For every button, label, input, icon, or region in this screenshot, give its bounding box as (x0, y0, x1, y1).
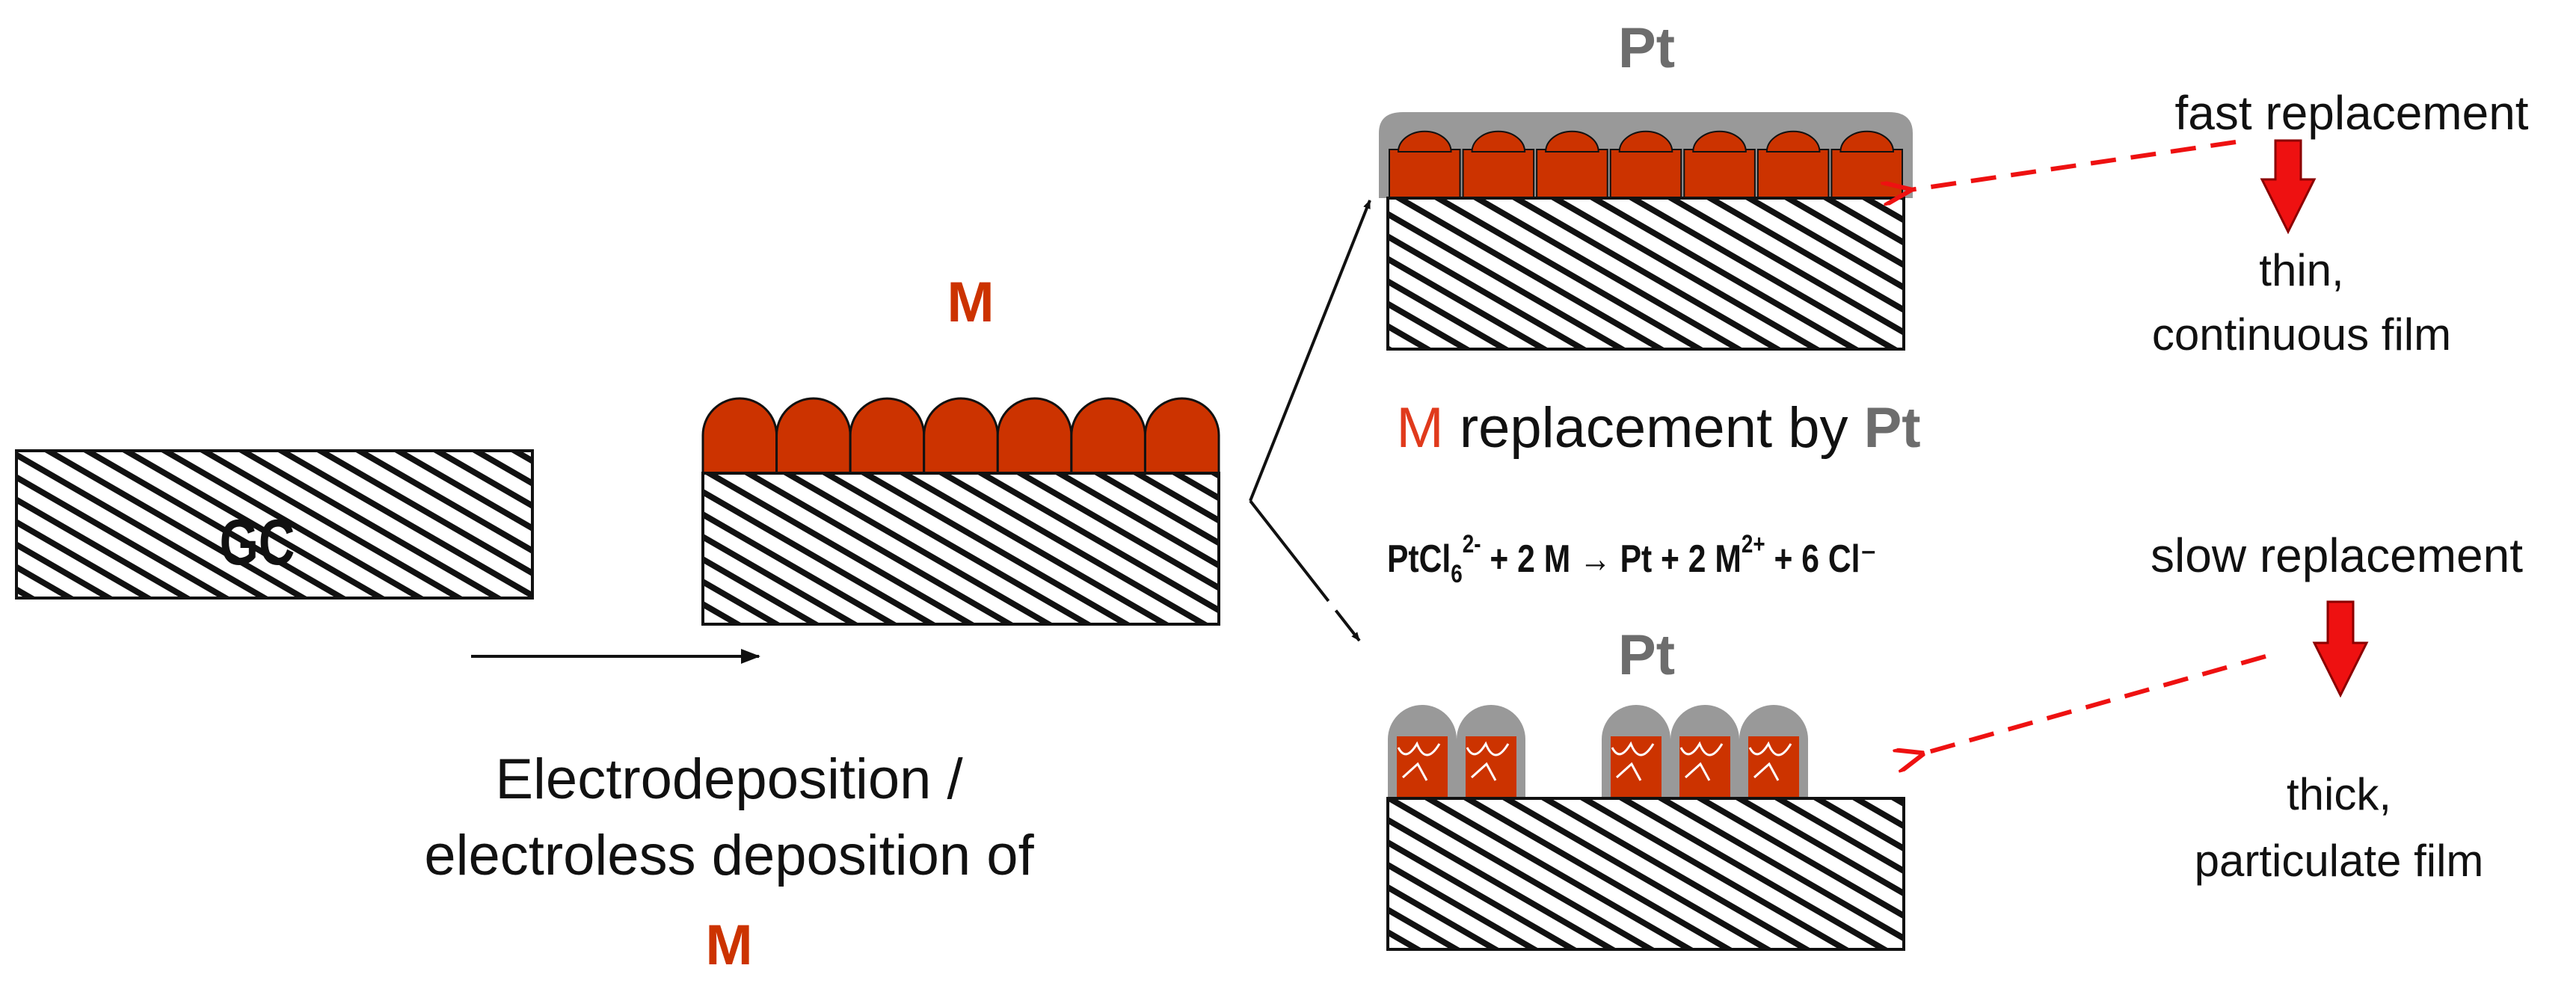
metal-core (1389, 149, 1461, 199)
replacement-metal: M (1396, 396, 1443, 460)
metal-core-cap (1839, 130, 1895, 152)
eq-sup-2plus: 2+ (1742, 529, 1765, 558)
metal-core (1830, 149, 1903, 199)
slow-replacement-pointer (1923, 654, 2266, 754)
fast-replacement-label: fast replacement (2174, 86, 2528, 140)
crack-mark (1466, 741, 1510, 781)
reaction-equation: PtCl62- + 2 M → Pt + 2 M2+ + 6 Cl⁻ (1387, 529, 1877, 588)
metal-grain (849, 397, 926, 476)
replacement-caption: M replacement by Pt (1396, 396, 1920, 460)
metal-core (1683, 149, 1756, 199)
metal-label: M (947, 271, 994, 334)
metal-grains-layer (701, 397, 1220, 476)
bottom-substrate (1386, 797, 1905, 951)
fast-down-arrow (2260, 139, 2317, 235)
crack-mark (1748, 741, 1792, 781)
metal-grain (1070, 397, 1146, 476)
metal-remnant (1748, 736, 1799, 798)
pt-shell-continuous (1379, 112, 1913, 199)
replacement-text: replacement by (1444, 396, 1864, 460)
metal-grain (775, 397, 852, 476)
metal-grain (1143, 397, 1220, 476)
branch-arrows (1249, 200, 1371, 642)
metal-core-cap (1765, 130, 1821, 152)
deposition-caption-metal: M (705, 913, 752, 977)
eq-mid: + 2 M → Pt + 2 M (1481, 537, 1742, 581)
crack-mark (1611, 741, 1655, 781)
eq-sub6: 6 (1451, 559, 1463, 588)
middle-substrate (701, 472, 1220, 626)
eq-end: + 6 Cl⁻ (1765, 537, 1877, 581)
metal-remnant (1611, 736, 1662, 798)
metal-remnant (1679, 736, 1730, 798)
thick-film-line1: thick, (2287, 769, 2391, 819)
fast-replacement-pointer (1911, 140, 2237, 190)
metal-grain (996, 397, 1073, 476)
metal-core-cap (1692, 130, 1747, 152)
metal-grain (701, 397, 778, 476)
metal-core (1462, 149, 1535, 199)
crack-mark (1397, 741, 1441, 781)
eq-sup-2minus: 2- (1463, 529, 1481, 558)
top-pt-label: Pt (1618, 16, 1675, 80)
bottom-pt-label: Pt (1618, 623, 1675, 687)
substrate-label: GC (220, 507, 295, 579)
thin-film-line2: continuous film (2152, 309, 2451, 360)
thick-film-line2: particulate film (2195, 836, 2484, 886)
slow-replacement-label: slow replacement (2151, 529, 2523, 582)
metal-core-cap (1618, 130, 1673, 152)
slow-down-arrow (2312, 600, 2369, 698)
pt-shell-particulate (1388, 705, 1808, 798)
top-substrate (1386, 197, 1905, 351)
eq-ptcl: PtCl (1387, 537, 1451, 581)
metal-core-cap (1397, 130, 1452, 152)
deposition-caption-line2: electroless deposition of (424, 824, 1034, 887)
metal-core (1609, 149, 1682, 199)
metal-grain (923, 397, 999, 476)
metal-core-cap (1545, 130, 1599, 152)
metal-remnant (1397, 736, 1448, 798)
deposition-caption-line1: Electrodeposition / (495, 748, 963, 811)
crack-mark (1679, 741, 1724, 781)
metal-core (1536, 149, 1608, 199)
gc-substrate (15, 449, 534, 600)
replacement-pt: Pt (1864, 396, 1921, 460)
metal-core-cap (1471, 130, 1526, 152)
thin-film-line1: thin, (2259, 245, 2343, 295)
metal-remnant (1466, 736, 1516, 798)
metal-core (1756, 149, 1830, 199)
